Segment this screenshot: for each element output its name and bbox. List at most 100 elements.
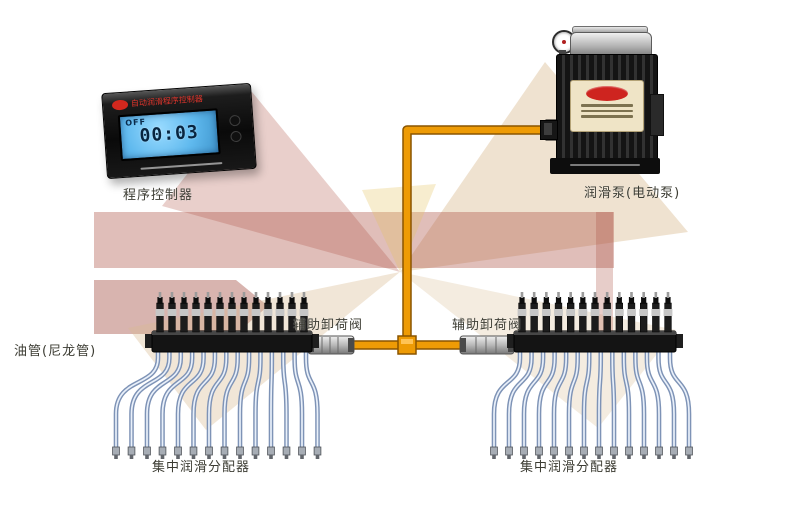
tube-end-tip bbox=[145, 455, 149, 459]
injector bbox=[640, 302, 648, 333]
tube-end-tip bbox=[552, 455, 556, 459]
label-distributor-right: 集中润滑分配器 bbox=[520, 460, 619, 475]
tube-highlight bbox=[657, 346, 675, 448]
injector-band bbox=[529, 309, 539, 316]
injector-nub bbox=[581, 292, 585, 298]
injector-band bbox=[203, 309, 213, 316]
injector-cap bbox=[265, 297, 271, 304]
tube-highlight bbox=[523, 346, 544, 448]
injector-nub bbox=[230, 292, 234, 298]
injector-cap bbox=[301, 297, 307, 304]
tube-end-tip bbox=[657, 455, 661, 459]
label-distributor-left: 集中润滑分配器 bbox=[152, 460, 251, 475]
main-pipe bbox=[403, 126, 556, 345]
injector-band bbox=[663, 309, 673, 316]
plate-text-line bbox=[581, 109, 633, 112]
injector-band bbox=[299, 309, 309, 316]
pipe-junction-highlight bbox=[401, 339, 413, 344]
injector-band bbox=[275, 309, 285, 316]
tube-end-tip bbox=[507, 455, 511, 459]
injector-cap bbox=[628, 297, 635, 304]
tube-highlight bbox=[493, 346, 521, 448]
tube-highlight bbox=[192, 346, 216, 448]
tube-end-fitting bbox=[655, 446, 663, 456]
injector-band bbox=[287, 309, 297, 316]
tube-end-tip bbox=[207, 455, 211, 459]
injector-cap bbox=[193, 297, 199, 304]
tube-end-fitting bbox=[550, 446, 558, 456]
tube-end-tip bbox=[176, 455, 180, 459]
pump-device bbox=[540, 24, 664, 174]
injector-band bbox=[167, 309, 177, 316]
pump-fineprint bbox=[569, 164, 641, 166]
injector bbox=[204, 302, 212, 333]
tube-end-fitting bbox=[127, 446, 136, 456]
injector-cap bbox=[604, 297, 610, 304]
injector-cap bbox=[592, 297, 598, 304]
injector-nub bbox=[545, 292, 548, 298]
injector-band bbox=[227, 309, 237, 316]
valve-cap bbox=[348, 338, 354, 352]
injector-nub bbox=[642, 292, 645, 298]
tube-highlight bbox=[611, 346, 615, 448]
aux-unloading-valve-right bbox=[459, 335, 515, 355]
injector-band bbox=[517, 309, 527, 316]
injector-cap bbox=[580, 297, 586, 304]
tube-highlight bbox=[270, 346, 273, 448]
injector-cap bbox=[665, 297, 671, 304]
tube-highlight bbox=[115, 346, 159, 448]
injector bbox=[264, 302, 272, 333]
tube-end-fitting bbox=[112, 446, 120, 456]
injector-nub bbox=[158, 292, 162, 298]
plate-text-line bbox=[581, 115, 633, 118]
injector-band bbox=[554, 309, 563, 316]
tube-highlight bbox=[583, 346, 591, 448]
injector-nub bbox=[557, 292, 560, 298]
injector bbox=[192, 302, 200, 333]
injector bbox=[180, 302, 188, 333]
tube-highlight bbox=[223, 346, 239, 448]
injector-cap bbox=[568, 297, 574, 304]
injector bbox=[216, 302, 224, 333]
injector-nub bbox=[254, 292, 258, 298]
injector-nub bbox=[194, 292, 198, 298]
tube-end-tip bbox=[253, 455, 258, 459]
injector-band bbox=[251, 309, 261, 316]
valve-body bbox=[459, 335, 515, 355]
tube-end-tip bbox=[238, 455, 242, 459]
tube-highlight bbox=[538, 346, 556, 448]
injector-nub bbox=[618, 292, 621, 298]
tube-end-fitting bbox=[670, 446, 678, 456]
tube-highlight bbox=[239, 346, 250, 448]
label-aux-valve-right: 辅助卸荷阀 bbox=[452, 318, 523, 333]
tube-end-tip bbox=[315, 455, 320, 459]
tube-highlight bbox=[208, 346, 228, 448]
tube-end-fitting bbox=[282, 446, 291, 456]
injector bbox=[240, 302, 248, 333]
tube-end-tip bbox=[284, 455, 289, 459]
label-controller: 程序控制器 bbox=[123, 188, 194, 203]
controller-lcd-display: OFF 00:03 bbox=[117, 108, 221, 162]
pump-outlet-nut bbox=[544, 123, 552, 135]
injector-band bbox=[578, 309, 588, 316]
injector-band bbox=[639, 309, 649, 316]
injector-cap bbox=[277, 297, 283, 304]
injector bbox=[579, 302, 587, 333]
injector-band bbox=[614, 309, 624, 316]
tube-end-fitting bbox=[580, 446, 588, 456]
injector-cap bbox=[543, 297, 549, 304]
tube-highlight bbox=[282, 346, 288, 448]
tube-highlight bbox=[634, 346, 645, 448]
injector-band bbox=[155, 309, 165, 316]
injector bbox=[591, 302, 599, 333]
injector bbox=[627, 302, 636, 333]
injector-nub bbox=[605, 292, 609, 298]
tube-end-fitting bbox=[236, 446, 244, 456]
tube-end-tip bbox=[567, 455, 571, 459]
tube-end-fitting bbox=[610, 446, 618, 456]
manifold-base-highlight bbox=[152, 331, 312, 335]
injector-nub bbox=[290, 292, 294, 298]
tube-end-fitting bbox=[685, 446, 693, 456]
tube-end-tip bbox=[492, 455, 496, 459]
